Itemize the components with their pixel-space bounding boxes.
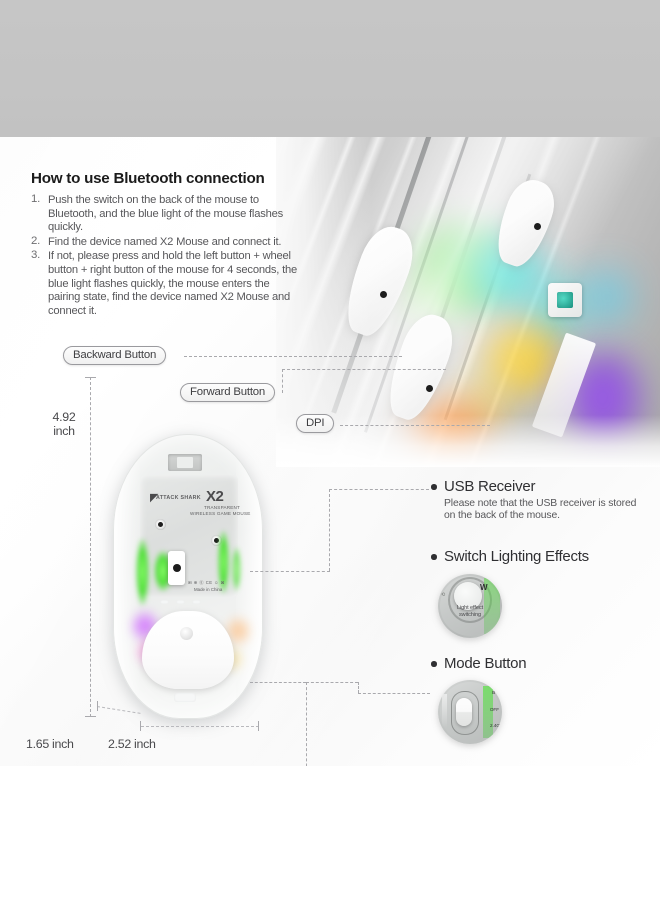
- connector-usb-h-top: [329, 489, 429, 490]
- dimension-height-value: 4.92: [52, 410, 76, 424]
- callout-forward-button: Forward Button: [180, 383, 276, 402]
- instruction-step: 1. Push the switch on the back of the mo…: [31, 193, 299, 235]
- step-text: Find the device named X2 Mouse and conne…: [48, 235, 282, 248]
- connector-usb-v: [329, 489, 330, 571]
- step-text: If not, please press and hold the left b…: [48, 250, 298, 317]
- feature-usb-receiver: USB Receiver Please note that the USB re…: [431, 478, 644, 523]
- connector-forward-v: [282, 369, 283, 393]
- mode-switch: [168, 551, 185, 585]
- instructions-list: 1. Push the switch on the back of the mo…: [31, 193, 299, 318]
- feature-switch-lighting: Switch Lighting Effects: [431, 548, 654, 565]
- bullet-icon: [431, 661, 437, 667]
- callout-backward-button: Backward Button: [63, 346, 167, 365]
- dimension-height: 4.92 inch: [44, 410, 84, 438]
- product-subtitle-2: WIRELESS GAME MOUSE: [190, 511, 251, 516]
- rgb-mouse-photo: [276, 137, 660, 467]
- bullet-icon: [431, 484, 437, 490]
- instructions-heading: How to use Bluetooth connection: [31, 170, 265, 187]
- connector-switch-h-left: [250, 682, 306, 683]
- callout-dpi: DPI: [296, 414, 335, 433]
- mouse-bottom-view-photo: ATTACK SHARK ◤ X2 TRANSPARENT WIRELESS G…: [113, 434, 263, 719]
- connector-backward: [184, 356, 402, 357]
- brand-name: ATTACK SHARK: [156, 495, 201, 501]
- connector-switch-bridge: [306, 682, 358, 683]
- feature-mode-button: Mode Button: [431, 655, 644, 672]
- connector-dpi: [340, 425, 490, 426]
- instructions-block: How to use Bluetooth connection 1. Push …: [31, 170, 299, 319]
- instruction-step: 2. Find the device named X2 Mouse and co…: [31, 234, 299, 250]
- feature-title: USB Receiver: [444, 478, 536, 495]
- product-subtitle-1: TRANSPARENT: [204, 505, 241, 510]
- top-letterbox-band: [0, 0, 660, 137]
- content-plate: How to use Bluetooth connection 1. Push …: [0, 137, 660, 766]
- step-number: 3.: [31, 249, 41, 262]
- feature-title: Switch Lighting Effects: [444, 548, 589, 565]
- connector-switch-v: [358, 682, 359, 693]
- dimension-line-vertical: [90, 377, 91, 717]
- model-name: X2: [206, 488, 224, 505]
- feature-title: Mode Button: [444, 655, 527, 672]
- bullet-icon: [431, 554, 437, 560]
- connector-switch-h-right: [358, 693, 430, 694]
- feature-note: Please note that the USB receiver is sto…: [444, 498, 637, 522]
- connector-mode-v: [306, 682, 307, 766]
- dimension-width-right: 2.52 inch: [108, 737, 156, 751]
- connector-usb-h-bottom: [250, 571, 330, 572]
- bottom-letterbox-band: [0, 766, 660, 900]
- instruction-step: 3. If not, please press and hold the lef…: [31, 249, 299, 318]
- connector-forward-h: [282, 369, 446, 370]
- step-number: 1.: [31, 193, 41, 205]
- usb-receiver-slot: [168, 454, 202, 471]
- step-number: 2.: [31, 234, 41, 247]
- step-text: Push the switch on the back of the mouse…: [48, 194, 284, 234]
- light-effect-caption: Light effect switching: [456, 605, 484, 618]
- dimension-height-unit: inch: [53, 424, 75, 438]
- origin-label: Made in China: [194, 587, 223, 592]
- dimension-line-right: [141, 726, 259, 727]
- dimension-width-left: 1.65 inch: [26, 737, 74, 751]
- mode-button-inset-photo: BT OFF 2.4G: [438, 680, 502, 744]
